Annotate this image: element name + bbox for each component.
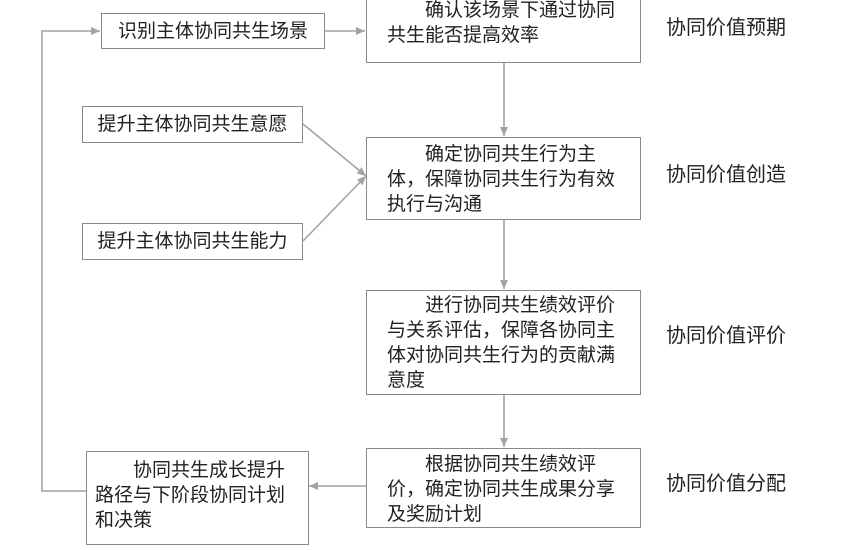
determine-sharing-box: 根据协同共生绩效评价，确定协同共生成果分享及奖励计划 bbox=[366, 448, 641, 528]
raise-ability-text: 提升主体协同共生能力 bbox=[97, 230, 288, 252]
identify-scene-text: 识别主体协同共生场景 bbox=[117, 19, 308, 42]
arrow-willingness-to-subject bbox=[302, 123, 367, 177]
performance-evaluation-box: 进行协同共生绩效评价与关系评估，保障各协同主体对协同共生行为的贡献满意度 bbox=[366, 290, 641, 395]
growth-path-text: 协同共生成长提升路径与下阶段协同计划和决策 bbox=[95, 459, 286, 531]
stage-label-creation: 协同价值创造 bbox=[666, 162, 786, 186]
confirm-efficiency-text: 确认该场景下通过协同共生能否提高效率 bbox=[387, 0, 616, 46]
stage-label-expectation: 协同价值预期 bbox=[666, 15, 786, 39]
confirm-efficiency-box: 确认该场景下通过协同共生能否提高效率 bbox=[366, 0, 641, 63]
identify-scene-box: 识别主体协同共生场景 bbox=[101, 13, 325, 49]
feedback-loop-connector bbox=[41, 27, 100, 492]
raise-ability-box: 提升主体协同共生能力 bbox=[82, 223, 303, 260]
stage-label-distribution: 协同价值分配 bbox=[666, 471, 786, 495]
determine-sharing-text: 根据协同共生绩效评价，确定协同共生成果分享及奖励计划 bbox=[387, 453, 616, 525]
determine-subject-text: 确定协同共生行为主体，保障协同共生行为有效执行与沟通 bbox=[387, 143, 616, 215]
raise-willingness-box: 提升主体协同共生意愿 bbox=[82, 106, 303, 143]
growth-path-box: 协同共生成长提升路径与下阶段协同计划和决策 bbox=[86, 451, 309, 545]
stage-label-evaluation: 协同价值评价 bbox=[666, 323, 786, 347]
performance-evaluation-text: 进行协同共生绩效评价与关系评估，保障各协同主体对协同共生行为的贡献满意度 bbox=[387, 294, 616, 391]
raise-willingness-text: 提升主体协同共生意愿 bbox=[97, 113, 288, 135]
determine-subject-box: 确定协同共生行为主体，保障协同共生行为有效执行与沟通 bbox=[366, 137, 641, 220]
arrow-ability-to-subject bbox=[302, 175, 367, 242]
